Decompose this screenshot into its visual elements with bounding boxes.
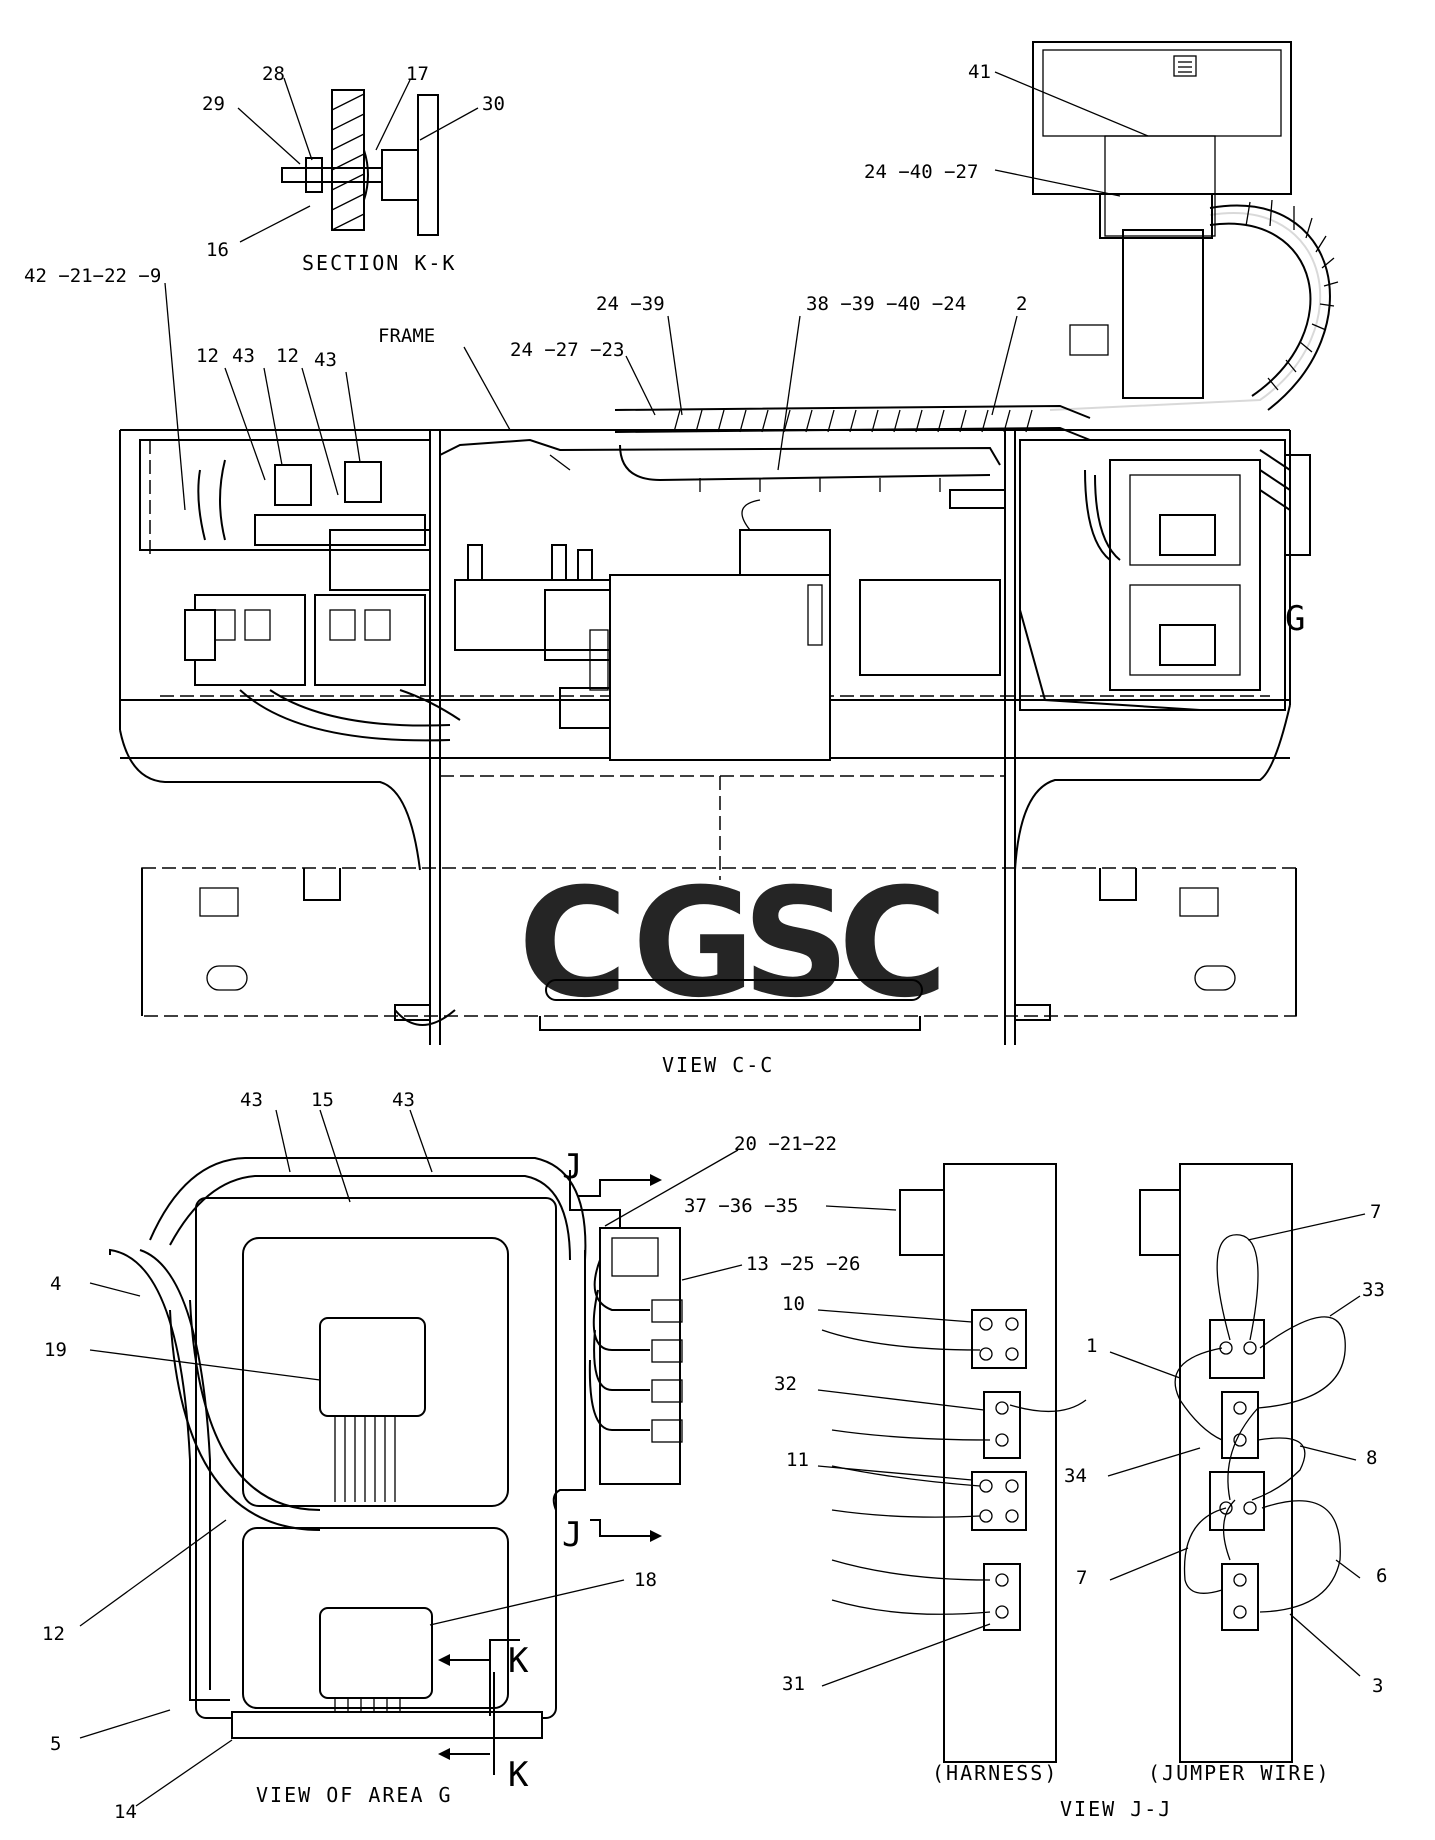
callout-41: 41 [968,61,991,83]
callout-13-25-26: 13 −25 −26 [746,1253,860,1275]
callout-7: 7 [1076,1567,1087,1589]
callout-24-27-23: 24 −27 −23 [510,339,624,361]
callout-37-36-35: 37 −36 −35 [684,1195,798,1217]
callout-34: 34 [1064,1465,1087,1487]
callout-12: 12 [276,345,299,367]
callout-43: 43 [240,1089,263,1111]
view-g-leaders [79,1109,743,1807]
callout-24-39: 24 −39 [596,293,665,315]
callout-18: 18 [634,1569,657,1591]
callout-15: 15 [311,1089,334,1111]
callout-43: 43 [314,349,337,371]
callout-38-39-40-24: 38 −39 −40 −24 [806,293,966,315]
watermark-letter: C [838,857,948,1031]
callout-12: 12 [42,1623,65,1645]
callout-24-40-27: 24 −40 −27 [864,161,978,183]
callout-43: 43 [392,1089,415,1111]
callout-4: 4 [50,1273,61,1295]
watermark-letter: C [518,857,628,1031]
watermark-letter: G [632,857,755,1031]
callout-10: 10 [782,1293,805,1315]
callout-6: 6 [1376,1565,1387,1587]
jumper-wire-label: (JUMPER WIRE) [1148,1761,1331,1785]
callout-2: 2 [1016,293,1027,315]
callout-3: 3 [1372,1675,1383,1697]
view-cc-drawing: G [119,41,1339,1045]
harness-label: (HARNESS) [932,1761,1058,1785]
callout-19: 19 [44,1339,67,1361]
callout-30: 30 [482,93,505,115]
section-marker-j: J [562,1515,582,1555]
cgsc-watermark: C G S C [518,857,948,1031]
view-g-title: VIEW OF AREA G [256,1783,453,1807]
view-g-drawing [109,1157,683,1775]
callout-43: 43 [232,345,255,367]
view-jj-title: VIEW J-J [1060,1797,1172,1821]
callout-29: 29 [202,93,225,115]
view-cc-leaders [164,71,1149,511]
callout-12: 12 [196,345,219,367]
section-kk-title: SECTION K-K [302,251,456,275]
callout-20-21-22: 20 −21−22 [734,1133,837,1155]
area-g-label: G [1285,599,1305,639]
callout-5: 5 [50,1733,61,1755]
section-marker-j: J [562,1147,582,1187]
callout-7: 7 [1370,1201,1381,1223]
section-marker-k: K [508,1755,529,1795]
callout-11: 11 [786,1449,809,1471]
view-jj-leaders [817,1205,1366,1687]
callout-8: 8 [1366,1447,1377,1469]
watermark-letter: S [742,857,850,1031]
view-jj-drawing [821,1163,1346,1763]
callout-28: 28 [262,63,285,85]
callout-16: 16 [206,239,229,261]
callout-42-21-22-9: 42 −21−22 −9 [24,265,161,287]
section-marker-k: K [508,1641,529,1681]
frame-label: FRAME [378,325,435,347]
view-cc-title: VIEW C-C [662,1053,774,1077]
callout-32: 32 [774,1373,797,1395]
section-kk-leaders [237,77,479,243]
callout-31: 31 [782,1673,805,1695]
callout-1: 1 [1086,1335,1097,1357]
callout-14: 14 [114,1801,137,1823]
callout-17: 17 [406,63,429,85]
section-kk-drawing [281,89,439,236]
callout-33: 33 [1362,1279,1385,1301]
